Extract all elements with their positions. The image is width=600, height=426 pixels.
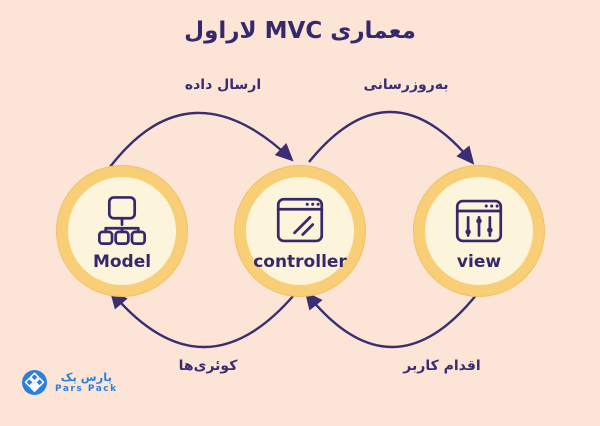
arrow-label-queries: کوئری‌ها (178, 358, 238, 374)
node-label-model: Model (92, 251, 152, 272)
arrow-label-send-data: ارسال داده (184, 77, 262, 93)
arrow-view-to-controller (304, 291, 478, 349)
parspack-logo-icon (22, 370, 47, 395)
arrow-model-to-controller (109, 111, 294, 168)
arrow-label-user-action: اقدام کاربر (403, 358, 481, 374)
node-label-controller: controller (253, 251, 347, 272)
arrow-controller-to-model (109, 290, 295, 349)
arrow-label-update: به‌روزرسانی (363, 77, 449, 93)
page-title: معماری MVC لاراول (184, 18, 416, 44)
node-view: view (413, 165, 545, 297)
sitemap-icon (97, 195, 147, 245)
parspack-logo: پارس پک Pars Pack (22, 370, 118, 395)
node-controller: controller (234, 165, 366, 297)
browser-sliders-icon (455, 199, 503, 242)
logo-name-en: Pars Pack (55, 383, 118, 394)
browser-code-icon (276, 197, 324, 242)
logo-name-fa: پارس پک (60, 369, 112, 384)
node-model: Model (56, 165, 188, 297)
arrow-controller-to-view (308, 110, 475, 165)
node-label-view: view (456, 251, 502, 272)
